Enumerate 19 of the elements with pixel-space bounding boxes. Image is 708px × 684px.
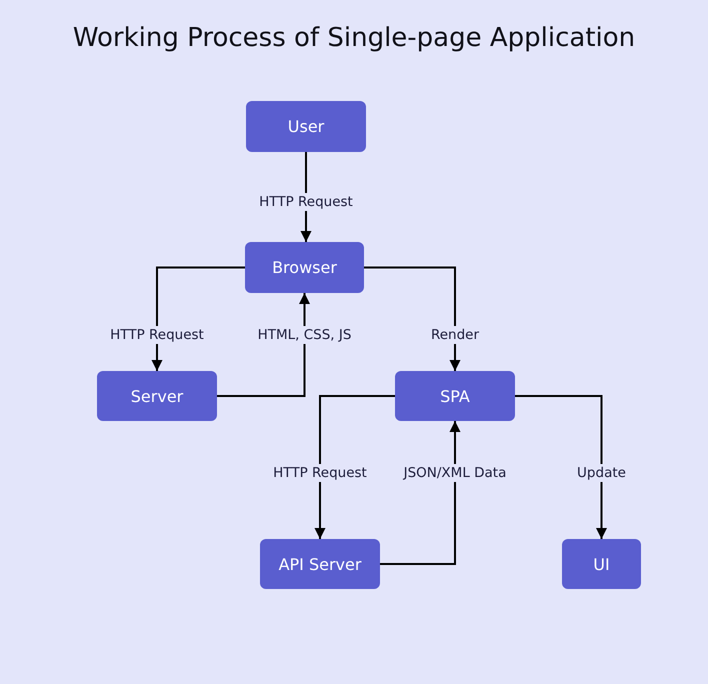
diagram-title: Working Process of Single-page Application [72, 23, 636, 53]
process-box [245, 242, 364, 293]
arrow [217, 293, 310, 397]
arrow [314, 395, 395, 539]
process-box [562, 539, 641, 589]
node-label: User [288, 117, 324, 136]
node-label: Server [130, 386, 184, 406]
node-label: Browser [272, 258, 337, 277]
arrow [152, 266, 245, 371]
process-box [260, 539, 380, 589]
arrow [364, 266, 460, 371]
node-label: SPA [440, 386, 470, 406]
process-box [246, 101, 366, 152]
process-box [97, 371, 217, 421]
node-label: API Server [278, 554, 362, 574]
process-box [395, 371, 515, 421]
node-label: UI [593, 554, 610, 574]
arrow [515, 395, 607, 539]
arrow [380, 421, 460, 565]
